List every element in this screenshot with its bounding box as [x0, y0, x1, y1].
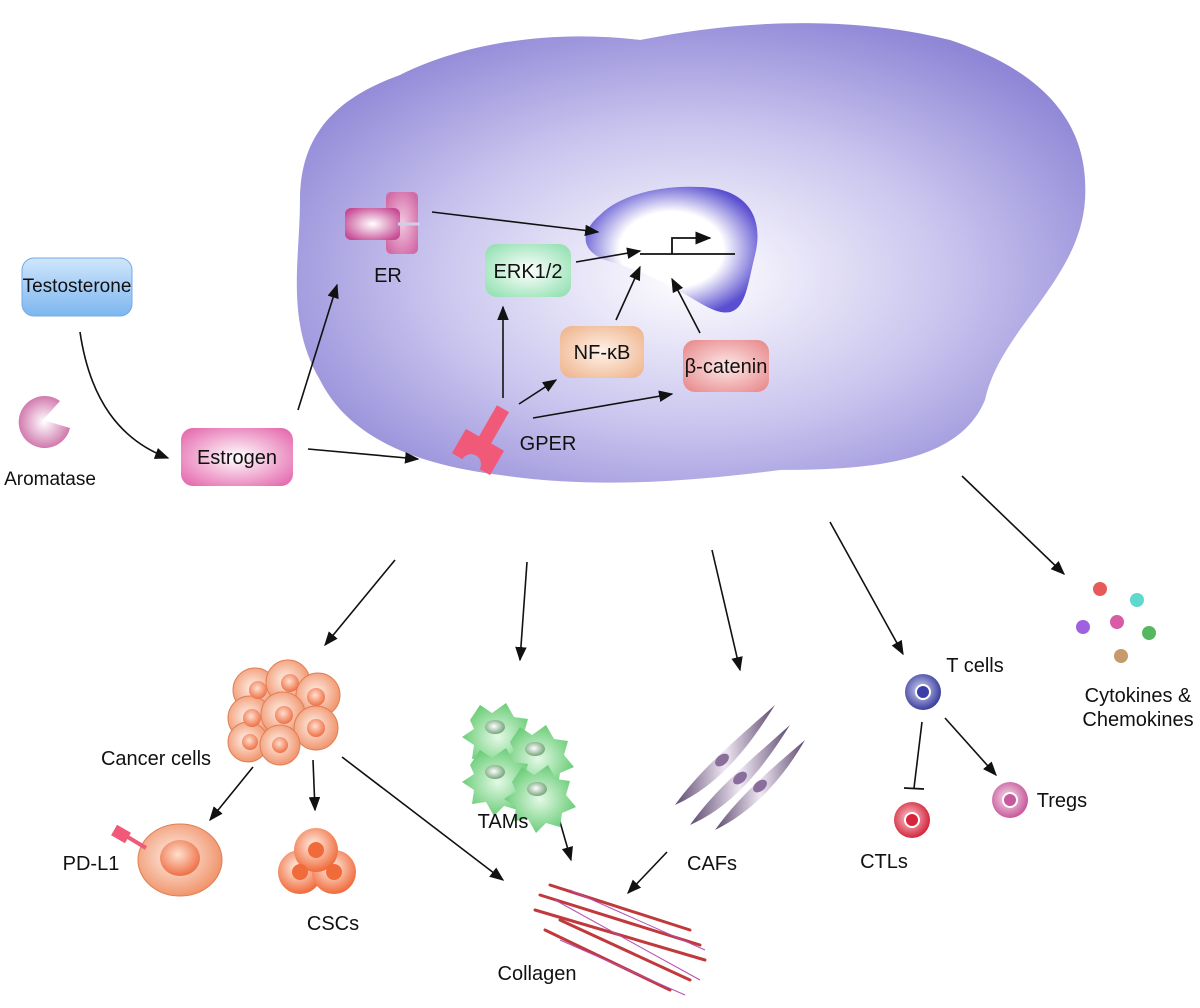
testosterone-box: Testosterone: [21, 257, 133, 317]
cscs-icon: [278, 828, 356, 894]
cancer-cells-label: Cancer cells: [101, 748, 211, 770]
aromatase-icon: Aromatase: [4, 396, 96, 490]
cytokines-label-line2: Chemokines: [1082, 709, 1193, 731]
arrow-to-tcells: [829, 521, 904, 656]
cancer-cells-cluster: [227, 659, 341, 766]
pdl1-cell-icon: [111, 823, 223, 897]
ctl-icon: [894, 802, 930, 838]
arrow-tcells-tregs: [944, 717, 997, 777]
arrow-testosterone-estrogen: [79, 331, 170, 459]
lower-arrows: [209, 475, 1066, 895]
testosterone-label: Testosterone: [23, 276, 132, 297]
arrow-to-cancer-cells: [324, 559, 396, 647]
inhibit-bar: [903, 787, 925, 790]
tams-icon: [462, 703, 576, 833]
cytokines-icon: [1076, 582, 1156, 663]
bcatenin-label: β-catenin: [685, 356, 768, 378]
arrow-to-cytokines: [961, 475, 1066, 575]
estrogen-box: Estrogen: [181, 428, 293, 486]
arrow-to-tams: [515, 561, 528, 662]
pdl1-label: PD-L1: [63, 853, 120, 875]
aromatase-label: Aromatase: [4, 469, 96, 490]
arrow-cancer-pdl1: [209, 766, 254, 822]
collagen-label: Collagen: [498, 963, 577, 985]
arrow-gper-nfkb: [518, 379, 558, 405]
er-receptor-icon: [345, 192, 420, 254]
cafs-icon: [675, 705, 805, 830]
tregs-label: Tregs: [1037, 790, 1087, 812]
nfkb-box: NF-κB: [560, 326, 644, 378]
arrow-erk-nucleus: [575, 247, 642, 263]
gper-receptor-icon: [451, 405, 510, 476]
nfkb-label: NF-κB: [574, 342, 631, 364]
arrow-gper-bcatenin: [532, 390, 674, 419]
gper-label: GPER: [520, 433, 577, 455]
arrow-cancer-collagen: [341, 756, 505, 881]
bcatenin-box: β-catenin: [683, 340, 769, 392]
arrow-er-nucleus: [431, 211, 600, 237]
transcription-icon: [640, 231, 735, 255]
ctls-label: CTLs: [860, 851, 908, 873]
arrow-estrogen-er: [297, 283, 339, 411]
erk-box: ERK1/2: [485, 244, 571, 297]
cscs-label: CSCs: [307, 913, 359, 935]
t-cell-icon: [905, 674, 941, 710]
er-label: ER: [374, 265, 402, 287]
collagen-icon: [533, 883, 707, 996]
arrow-nfkb-nucleus: [615, 265, 641, 321]
tams-label: TAMs: [478, 811, 529, 833]
arrow-to-cafs: [711, 549, 743, 672]
arrow-cancer-cscs: [308, 759, 321, 812]
arrow-cafs-collagen: [627, 851, 668, 895]
t-cells-label: T cells: [946, 655, 1003, 677]
cytokines-label-line1: Cytokines &: [1085, 685, 1192, 707]
erk-label: ERK1/2: [494, 261, 563, 283]
arrow-estrogen-gper: [307, 448, 420, 464]
upper-arrows: [79, 211, 701, 464]
treg-icon: [992, 782, 1028, 818]
arrow-bcatenin-nucleus: [671, 277, 701, 334]
estrogen-label: Estrogen: [197, 447, 277, 469]
cafs-label: CAFs: [687, 853, 737, 875]
inhibit-tcells-ctls: [913, 721, 923, 789]
